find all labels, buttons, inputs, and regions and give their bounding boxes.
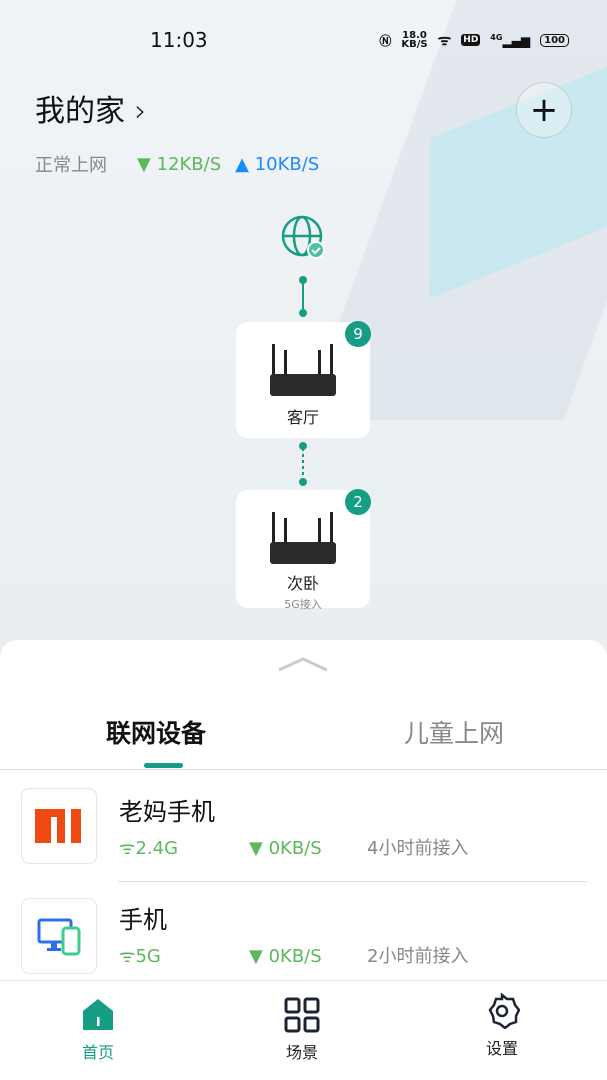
signal-icon: 4G▂▄▆	[490, 32, 531, 48]
device-speed: ▼ 0KB/S	[249, 838, 322, 859]
bottom-nav: 首页 场景 设置	[0, 980, 607, 1080]
globe-icon[interactable]	[281, 215, 327, 261]
device-count-badge: 9	[345, 321, 371, 347]
network-status: 正常上网 ▼ 12KB/S ▲ 10KB/S	[35, 151, 319, 177]
device-speed: ▼ 0KB/S	[249, 946, 322, 967]
chevron-up-icon[interactable]	[277, 656, 329, 672]
connect-time: 2小时前接入	[367, 946, 469, 967]
nav-scenes[interactable]: 场景	[262, 997, 342, 1063]
device-name: 老妈手机	[119, 798, 215, 826]
plus-icon: +	[529, 90, 559, 130]
nav-label: 首页	[81, 1043, 114, 1062]
status-time: 11:03	[150, 28, 208, 52]
node-connection: 5G接入	[284, 598, 322, 611]
battery-icon: 100	[540, 33, 569, 47]
tab-connected-devices[interactable]: 联网设备	[106, 719, 207, 748]
network-status-text: 正常上网	[35, 155, 107, 176]
nav-settings[interactable]: 设置	[462, 993, 542, 1059]
xiaomi-logo-icon	[21, 788, 97, 864]
nav-home[interactable]: 首页	[58, 997, 138, 1063]
connect-time: 4小时前接入	[367, 838, 469, 859]
download-speed: ▼ 12KB/S	[137, 153, 222, 175]
wifi-band: ᯤ2.4G	[119, 838, 179, 859]
router-node-living-room[interactable]: 9 客厅	[236, 321, 371, 438]
upload-speed: ▲ 10KB/S	[235, 153, 320, 175]
wifi-icon: ᯤ	[437, 31, 452, 49]
nav-label: 场景	[285, 1043, 318, 1062]
device-name: 手机	[119, 906, 167, 934]
router-node-bedroom[interactable]: 2 次卧 5G接入	[236, 489, 371, 611]
tab-kids-internet[interactable]: 儿童上网	[404, 719, 505, 748]
router-icon	[268, 342, 338, 396]
wifi-band: ᯤ5G	[119, 946, 161, 967]
router-icon	[268, 510, 338, 564]
chevron-right-icon: ›	[134, 94, 147, 129]
add-button[interactable]: +	[516, 82, 572, 138]
nfc-icon: Ⓝ	[379, 33, 392, 48]
home-icon	[83, 999, 113, 1030]
active-tab-indicator	[144, 763, 183, 768]
node-label: 次卧	[286, 574, 319, 593]
hd-icon: HD	[461, 34, 481, 46]
grid-icon	[284, 997, 320, 1033]
home-title[interactable]: 我的家 ›	[35, 94, 147, 129]
node-label: 客厅	[286, 408, 319, 427]
gear-icon	[488, 993, 520, 1029]
nav-label: 设置	[485, 1039, 518, 1058]
devices-icon	[21, 898, 97, 974]
device-count-badge: 2	[345, 489, 371, 515]
